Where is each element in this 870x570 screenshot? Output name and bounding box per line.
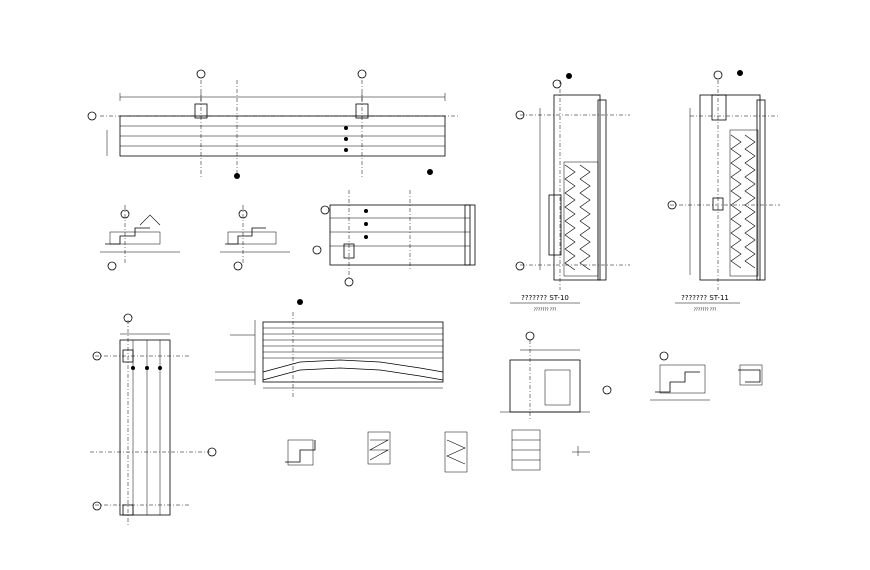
detail-small-3 (444, 431, 468, 473)
st11-scale: ??????? ??? (694, 307, 717, 312)
detail-small-4 (511, 429, 541, 471)
detail-small-5 (572, 446, 590, 456)
elevation-wall (215, 299, 444, 398)
detail-step-b (220, 205, 290, 271)
plan-landing (312, 169, 476, 287)
section-st11: ??????? ST-11 ??????? ??? (667, 70, 780, 312)
st10-label: ??????? ST-10 (521, 294, 569, 302)
detail-step-d (738, 364, 763, 386)
section-st10: ??????? ST-10 ??????? ??? (510, 73, 630, 312)
detail-small-1 (285, 439, 316, 466)
detail-step-c (650, 351, 710, 401)
plan-long-stair (87, 69, 460, 179)
plan-vertical-stair (90, 313, 217, 525)
detail-step-a (100, 205, 180, 271)
st10-scale: ??????? ??? (534, 307, 557, 312)
detail-small-2 (367, 431, 391, 465)
section-door (500, 331, 612, 420)
st11-label: ??????? ST-11 (681, 294, 729, 302)
